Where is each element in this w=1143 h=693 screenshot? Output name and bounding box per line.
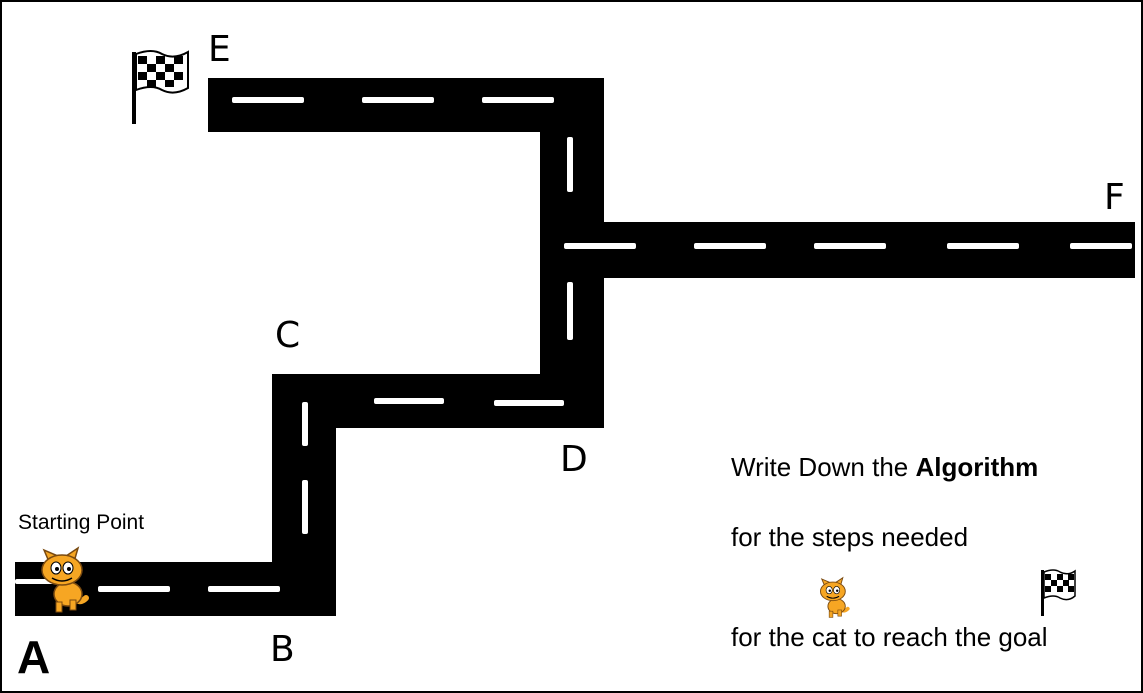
- lane-markings: [15, 97, 1132, 592]
- road-segment-junction-f: [540, 222, 1135, 278]
- point-label-e: E: [208, 29, 231, 70]
- instruction-line-2: for the steps needed: [731, 522, 969, 552]
- point-label-c: C: [275, 315, 301, 356]
- point-label-f: F: [1104, 177, 1125, 218]
- cat-sprite-icon: [820, 576, 850, 618]
- checkered-flag-icon: [132, 50, 189, 124]
- checkered-flag-icon: [1041, 569, 1076, 616]
- cat-sprite-icon: [41, 546, 89, 613]
- point-label-b: B: [270, 629, 295, 670]
- point-label-d: D: [560, 439, 588, 480]
- instruction-keyword: Algorithm: [915, 452, 1039, 482]
- road-segment-e: [208, 78, 604, 132]
- starting-point-label: Starting Point: [18, 511, 145, 534]
- instruction-line-3: for the cat to reach the goal: [731, 622, 1048, 652]
- instruction-line-1-prefix: Write Down the: [731, 452, 916, 482]
- point-label-a: A: [17, 631, 51, 683]
- instruction-line-1: Write Down the Algorithm: [731, 452, 1038, 483]
